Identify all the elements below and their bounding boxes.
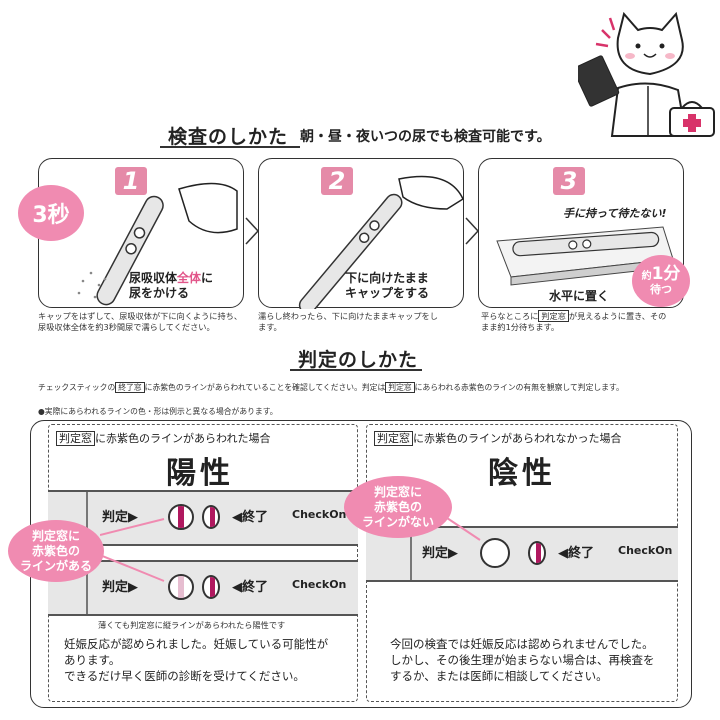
positive-judge-window xyxy=(168,504,194,530)
step-2-desc-line1: 濡らし終わったら、下に向けたままキャップをし xyxy=(258,311,438,321)
positive-stick-1-brand: CheckOn xyxy=(292,508,347,521)
positive-stick-1-judge-label: 判定▶ xyxy=(102,510,138,525)
step-3-desc-line2: まま約1分待ちます。 xyxy=(481,322,560,332)
negative-pointer-line xyxy=(444,515,481,541)
negative-text-line3: するか、または医師に相談してください。 xyxy=(390,669,608,683)
positive-stick-2-brand: CheckOn xyxy=(292,578,347,591)
judge-instruction-box1: 終了窓 xyxy=(115,382,145,393)
step-3-note: 手に持って待たない! xyxy=(563,207,667,220)
negative-bubble-line3: ラインがない xyxy=(361,514,434,529)
howto-title: 検査のしかた xyxy=(168,126,289,148)
positive-header-text: に赤紫色のラインがあらわれた場合 xyxy=(95,432,271,445)
positive-stick-1-end-label: ◀終了 xyxy=(232,510,268,525)
negative-judge-window xyxy=(480,538,510,568)
negative-header: 判定窓に赤紫色のラインがあらわれなかった場合 xyxy=(374,430,621,446)
step-3-wait-badge: 約1分 待つ xyxy=(632,255,690,307)
judge-title: 判定のしかた xyxy=(298,349,419,371)
negative-bubble-line2: 赤紫色の xyxy=(373,499,422,514)
negative-bubble-line1: 判定窓に xyxy=(373,484,422,499)
step-3-desc-box: 判定窓 xyxy=(538,310,569,322)
positive-faint-note: 薄くても判定窓に縦ラインがあらわれたら陽性です xyxy=(98,620,286,630)
step-3-wait-pre: 約 xyxy=(641,270,652,282)
positive-faint-end-window xyxy=(202,575,220,599)
step-1-label: 尿吸収体全体に 尿をかける xyxy=(129,271,213,301)
positive-bubble-line3: ラインがある xyxy=(19,558,92,573)
step-1-desc-line1: キャップをはずして、尿吸収体が下に向くように持ち、 xyxy=(38,311,243,321)
negative-text-line1: 今回の検査では妊娠反応は認められませんでした。 xyxy=(390,637,654,651)
step-1-label-pre: 尿吸収体 xyxy=(129,271,178,285)
positive-stick-1: 判定▶ ◀終了 CheckOn xyxy=(48,490,358,546)
negative-bubble: 判定窓に 赤紫色の ラインがない xyxy=(344,476,452,538)
step-3-desc-pre: 平らなところに xyxy=(481,311,539,321)
negative-text: 今回の検査では妊娠反応は認められませんでした。 しかし、その後生理が始まらない場… xyxy=(390,636,655,684)
positive-text: 妊娠反応が認められました。妊娠している可能性が あります。 できるだけ早く医師の… xyxy=(64,636,328,684)
step-1-panel: 1 尿吸収体全体に 尿をかける xyxy=(38,158,244,308)
step-3-label: 水平に置く xyxy=(549,289,610,303)
negative-stick-end-label: ◀終了 xyxy=(558,546,594,561)
negative-header-text: に赤紫色のラインがあらわれなかった場合 xyxy=(413,432,622,445)
positive-result: 陽性 xyxy=(166,456,234,491)
positive-bubble-line1: 判定窓に xyxy=(31,528,80,543)
step-1-illustration xyxy=(77,182,238,306)
step-3-number: 3 xyxy=(553,167,585,195)
positive-text-line2: あります。 xyxy=(64,653,121,667)
step-2-panel: 2 下に向けたまま キャップをする xyxy=(258,158,464,309)
positive-end-window xyxy=(202,505,220,529)
step-1-label-highlight: 全体 xyxy=(177,271,202,285)
positive-faint-judge-window xyxy=(168,574,194,600)
howto-subtitle: 朝・昼・夜いつの尿でも検査可能です。 xyxy=(300,129,551,145)
step-1-label-post: に xyxy=(201,271,214,285)
step-3-desc-post: が見えるように置き、その xyxy=(568,311,667,321)
step-3-wait-post: 待つ xyxy=(650,282,672,296)
positive-bubble: 判定窓に 赤紫色の ラインがある xyxy=(8,520,104,582)
judge-instruction: チェックスティックの終了窓に赤紫色のラインがあらわれていることを確認してください… xyxy=(38,382,624,393)
step-1-label-line2: 尿をかける xyxy=(129,286,190,300)
judge-instruction-box2: 判定窓 xyxy=(385,382,415,393)
positive-text-line1: 妊娠反応が認められました。妊娠している可能性が xyxy=(64,637,329,651)
step-1-desc: キャップをはずして、尿吸収体が下に向くように持ち、 尿吸収体全体を約3秒間尿で濡… xyxy=(38,311,242,333)
negative-result: 陰性 xyxy=(488,456,556,491)
positive-stick-2-judge-label: 判定▶ xyxy=(102,580,138,595)
howto-underline xyxy=(160,146,300,148)
negative-stick-brand: CheckOn xyxy=(618,544,673,557)
step-3-wait-num: 1分 xyxy=(651,263,681,284)
howto-heading: 検査のしかた xyxy=(168,122,288,149)
positive-stick-2-end-label: ◀終了 xyxy=(232,580,268,595)
positive-pointer-lines xyxy=(100,518,165,582)
step-2-number: 2 xyxy=(321,167,353,195)
positive-header-box: 判定窓 xyxy=(56,431,95,446)
positive-text-line3: できるだけ早く医師の診断を受けてください。 xyxy=(64,669,305,683)
step-1-desc-line2: 尿吸収体全体を約3秒間尿で濡らしてください。 xyxy=(38,322,215,332)
cat-doctor-illustration xyxy=(578,11,715,137)
negative-text-line2: しかし、その後生理が始まらない場合は、再検査を xyxy=(390,653,655,667)
medical-bag-icon xyxy=(669,101,715,137)
negative-header-box: 判定窓 xyxy=(374,431,413,446)
judge-note: ●実際にあらわれるラインの色・形は例示と異なる場合があります。 xyxy=(38,407,278,416)
judge-instruction-mid: に赤紫色のラインがあらわれていることを確認してください。判定は xyxy=(144,383,386,392)
step-2-desc: 濡らし終わったら、下に向けたままキャップをし ます。 xyxy=(258,311,438,333)
step-1-number: 1 xyxy=(115,167,147,195)
negative-end-window xyxy=(528,541,546,565)
positive-stick-2: 判定▶ ◀終了 CheckOn xyxy=(48,560,358,616)
step-3-desc: 平らなところに判定窓が見えるように置き、その まま約1分待ちます。 xyxy=(481,310,667,333)
step-2-label-line1: 下に向けたまま xyxy=(345,271,429,285)
judge-instruction-post: にあらわれる赤紫色のラインの有無を観察して判定します。 xyxy=(414,383,624,392)
judge-underline xyxy=(290,369,422,371)
step-2-illustration xyxy=(298,175,464,309)
negative-stick-judge-label: 判定▶ xyxy=(422,546,458,561)
judge-instruction-pre: チェックスティックの xyxy=(38,383,116,392)
step-3-illustration xyxy=(496,226,674,286)
step-2-desc-line2: ます。 xyxy=(258,322,282,332)
step-2-label: 下に向けたまま キャップをする xyxy=(345,271,429,301)
positive-header: 判定窓に赤紫色のラインがあらわれた場合 xyxy=(56,430,270,446)
positive-bubble-line2: 赤紫色の xyxy=(31,543,80,558)
clipboard-icon xyxy=(578,55,620,107)
step-1-time-badge: 3秒 xyxy=(18,185,84,241)
step-2-label-line2: キャップをする xyxy=(345,286,430,300)
